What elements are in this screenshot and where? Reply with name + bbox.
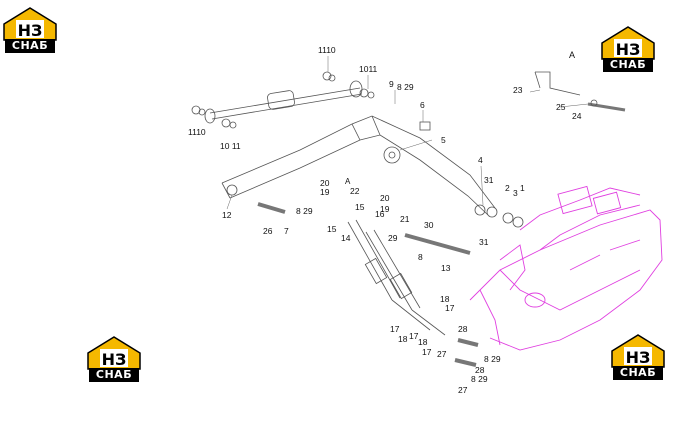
callout: 8 29 [471,374,488,384]
callout: 8 29 [484,354,501,364]
callout: 5 [441,135,446,145]
callout: 2 [505,183,510,193]
boom [221,115,496,216]
callout: 19 [380,204,390,214]
callout: 9 [389,79,394,89]
callout: 14 [341,233,351,243]
logo-mark: НЗ [18,21,43,40]
callout: 1011 [359,64,378,74]
callout: 26 [263,226,273,236]
view-label: A [569,50,575,60]
callout: 24 [572,111,582,121]
callout: 7 [284,226,289,236]
callout: 16 [375,209,385,219]
callout: 27 [458,385,468,395]
logo-text: СНАБ [603,58,653,72]
detail-view-a [534,71,626,112]
brand-logo-bottom-left: НЗ СНАБ [86,335,142,385]
bushing [419,121,431,131]
callout: 28 [475,365,485,375]
callout: 18 [418,337,428,347]
callout: 6 [420,100,425,110]
callout: 22 [350,186,360,196]
callout: 28 [458,324,468,334]
house-logo-icon: НЗ [601,26,655,60]
view-label: A [345,177,351,186]
brand-logo-bottom-right: НЗ СНАБ [610,333,666,383]
callout: 19 [320,187,330,197]
callout: 21 [400,214,410,224]
brand-logo-top-left: НЗ СНАБ [2,6,58,56]
callout: 18 [440,294,450,304]
callout: 8 29 [397,82,414,92]
callout: 20 [380,193,390,203]
house-logo-icon: НЗ [3,7,57,41]
callout: 27 [437,349,447,359]
callout: 15 [355,202,365,212]
callout: 4 [478,155,483,165]
house-logo-icon: НЗ [87,336,141,370]
callout: 18 [398,334,408,344]
callout: 3 [513,188,518,198]
arm-cylinders [347,219,446,336]
callout: 30 [424,220,434,230]
callout: 15 [327,224,337,234]
callout: 17 [409,331,419,341]
callout: 1 [520,183,525,193]
logo-mark: НЗ [626,348,651,367]
callout: 17 [390,324,400,334]
callout: 29 [388,233,398,243]
callout: 20 [320,178,330,188]
callout: 12 [222,210,232,220]
callout: 31 [479,237,489,247]
logo-mark: НЗ [616,40,641,59]
upper-frame [469,185,663,351]
logo-text: СНАБ [89,368,139,382]
callout: 31 [484,175,494,185]
callout: 13 [441,263,451,273]
callout: 8 [418,252,423,262]
callout: 1110 [188,127,206,137]
callout: 8 29 [296,206,313,216]
logo-mark: НЗ [102,350,127,369]
callout: 17 [445,303,455,313]
callout: 23 [513,85,523,95]
callout: 17 [422,347,432,357]
logo-text: СНАБ [5,39,55,53]
callout: 25 [556,102,566,112]
house-logo-icon: НЗ [611,334,665,368]
boom-cylinder [204,80,363,124]
brand-logo-top-right: НЗ СНАБ [600,25,656,75]
callout: 10 11 [220,141,241,151]
callout: 1110 [318,45,336,55]
logo-text: СНАБ [613,366,663,380]
